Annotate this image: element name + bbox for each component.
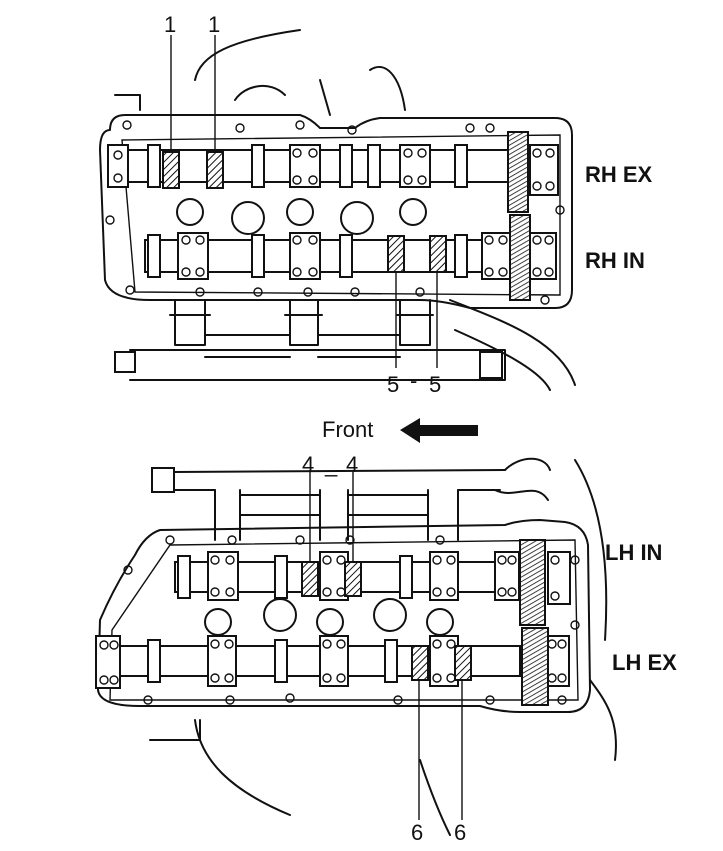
- rh-ex-cam-gear: [507, 131, 529, 213]
- lh-in-label: LH IN: [605, 540, 662, 565]
- rh-head-outline: [99, 114, 573, 309]
- rh-in-cam-gear: [509, 214, 531, 301]
- rh-in-label: RH IN: [585, 248, 645, 273]
- rh-ex-label: RH EX: [585, 162, 653, 187]
- lh-in-cam-gear: [519, 539, 546, 626]
- front-label: Front: [322, 417, 373, 442]
- rh-in-bearing-cap-5b: [429, 235, 447, 273]
- lh-upper-manifold: [151, 457, 551, 541]
- lh-cylinder-head: [95, 457, 617, 836]
- callout-5-left: 5: [387, 372, 399, 397]
- lh-ex-cam-gear: [521, 627, 549, 706]
- rh-in-bearing-cap-5a: [387, 235, 405, 273]
- callout-4-separator: _: [324, 452, 338, 477]
- lh-intake-camshaft: [174, 551, 571, 636]
- lh-in-bearing-cap-4b: [344, 561, 362, 597]
- callout-6-right: 6: [454, 820, 466, 845]
- callout-4-right: 4: [346, 452, 358, 477]
- lh-head-outline: [97, 519, 591, 713]
- lh-callout-leaders: [309, 470, 463, 820]
- rh-callout-leaders: [170, 35, 438, 368]
- lh-ex-label: LH EX: [612, 650, 677, 675]
- callout-4-left: 4: [302, 452, 314, 477]
- rh-exhaust-camshaft: [107, 144, 559, 235]
- lh-exhaust-camshaft: [95, 635, 570, 689]
- callout-1-right: 1: [208, 12, 220, 37]
- rh-cylinder-head: [99, 29, 576, 391]
- lh-ex-bearing-cap-6a: [411, 645, 429, 681]
- lh-ex-bearing-cap-6b: [454, 645, 472, 681]
- rh-lower-manifold: [114, 299, 506, 381]
- callout-6-left: 6: [411, 820, 423, 845]
- rh-ex-bearing-cap-1a: [162, 151, 180, 189]
- arrow-left-icon: [400, 418, 478, 443]
- callout-1-left: 1: [164, 12, 176, 37]
- rh-intake-camshaft: [144, 232, 557, 280]
- rh-head-bolt-holes: [105, 120, 565, 305]
- lh-in-bearing-cap-4a: [301, 561, 319, 597]
- rh-ex-bearing-cap-1b: [206, 151, 224, 189]
- callout-5-separator: -: [410, 368, 417, 393]
- callout-5-right: 5: [429, 372, 441, 397]
- lh-head-bolt-holes: [123, 535, 580, 705]
